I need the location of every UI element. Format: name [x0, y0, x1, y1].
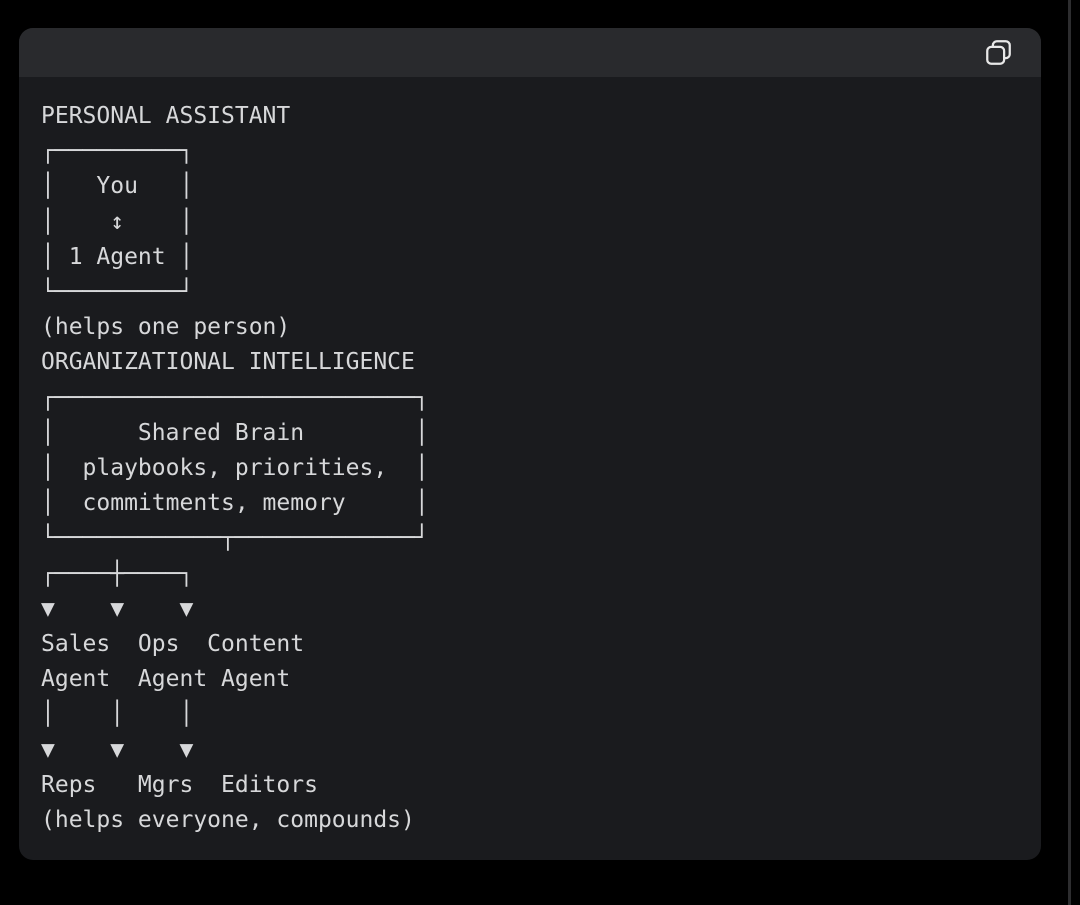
code-block-header	[19, 28, 1041, 77]
copy-icon	[985, 40, 1011, 65]
code-block: PERSONAL ASSISTANT ┌─────────┐ │ You │ │…	[19, 28, 1041, 860]
copy-button[interactable]	[981, 36, 1015, 70]
ascii-diagram: PERSONAL ASSISTANT ┌─────────┐ │ You │ │…	[41, 103, 429, 834]
code-block-body: PERSONAL ASSISTANT ┌─────────┐ │ You │ │…	[19, 77, 1041, 838]
window-edge-divider	[1068, 0, 1071, 905]
